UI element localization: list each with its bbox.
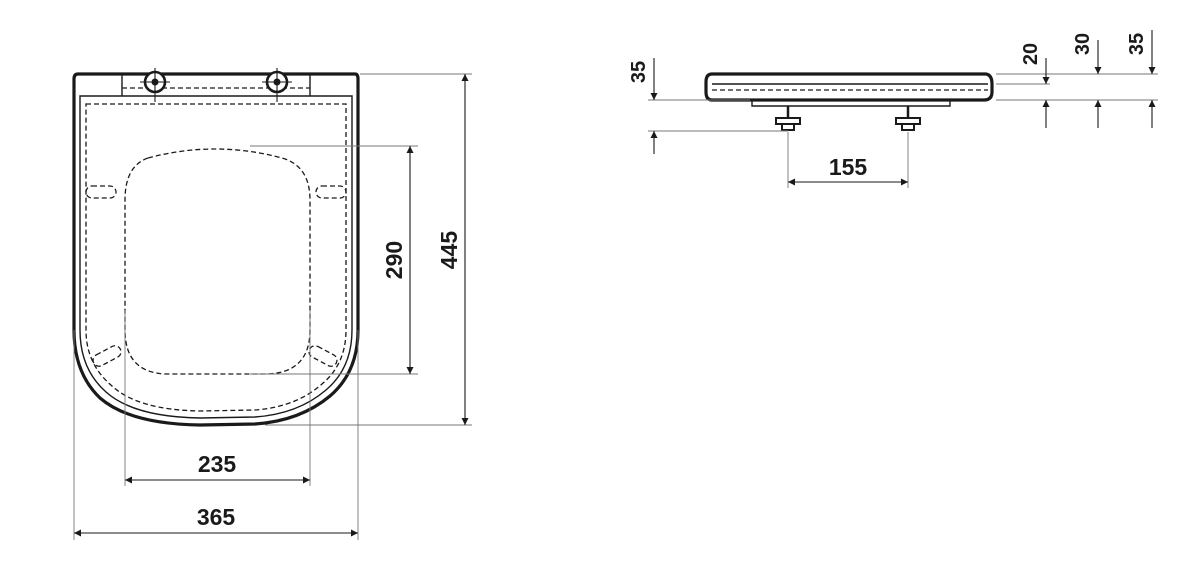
dim-20-label: 20 <box>1020 43 1042 65</box>
dim-290-label: 290 <box>381 241 407 279</box>
bolt-left <box>775 106 801 131</box>
hinge-right <box>262 68 292 102</box>
dim-235-label: 235 <box>198 451 237 477</box>
inner-opening <box>124 148 311 375</box>
seat-rim <box>79 95 353 419</box>
hinge-left <box>140 68 170 102</box>
bolt-right <box>895 106 921 131</box>
dim-30-label: 30 <box>1072 33 1094 55</box>
side-view: 155 35 20 30 35 <box>628 30 1158 188</box>
dim-445-label: 445 <box>436 231 462 270</box>
dim-365-label: 365 <box>197 504 236 530</box>
dim-35-left-label: 35 <box>628 61 650 83</box>
underside-contour <box>85 103 347 412</box>
top-view: 235 365 290 445 <box>72 68 472 540</box>
buffers <box>85 185 347 367</box>
seat-outline <box>72 72 360 427</box>
lid-side <box>704 72 994 102</box>
dim-155-label: 155 <box>829 154 868 180</box>
dim-35-right-label: 35 <box>1126 33 1148 55</box>
seat-plate-side <box>751 99 951 107</box>
